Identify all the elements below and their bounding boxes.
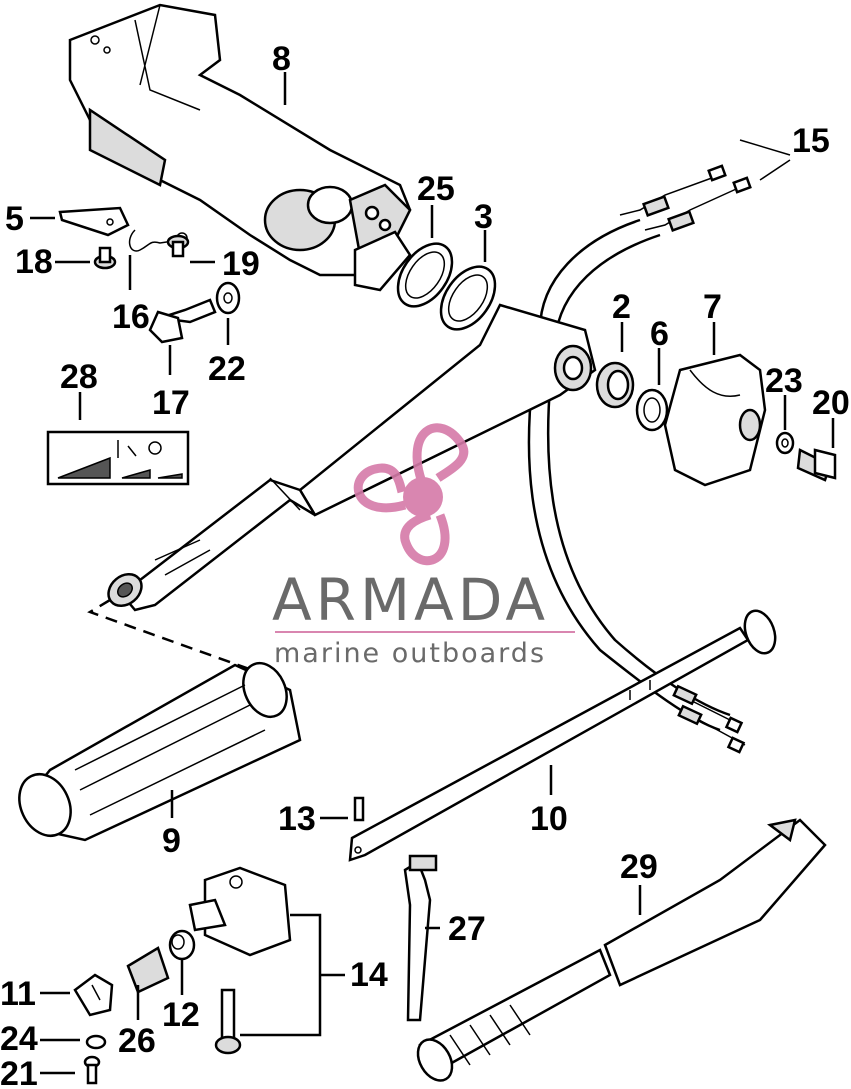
- callout-3: 3: [474, 198, 493, 236]
- callout-11: 11: [0, 975, 36, 1013]
- washer-23: [775, 431, 795, 455]
- callout-2: 2: [612, 288, 631, 326]
- washer-24: [85, 1034, 107, 1050]
- throttle-block-14: [188, 866, 292, 957]
- propeller-logo-icon: [353, 423, 469, 566]
- pin-13: [353, 796, 365, 822]
- callout-25: 25: [417, 170, 455, 208]
- callout-5: 5: [5, 200, 24, 238]
- callout-24: 24: [0, 1020, 38, 1058]
- throttle-rod-10: [348, 609, 777, 862]
- callout-7: 7: [703, 288, 722, 326]
- callout-10: 10: [530, 800, 568, 838]
- callout-17: 17: [152, 384, 190, 422]
- armada-watermark: ARMADA marine outboards: [272, 423, 575, 669]
- assembly-dashed-line: [87, 598, 281, 682]
- bushing-12: [168, 929, 196, 961]
- screw-19: [166, 234, 190, 258]
- washer-6: [635, 388, 669, 432]
- callout-16: 16: [112, 298, 150, 336]
- callout-26: 26: [118, 1022, 156, 1060]
- callout-28: 28: [60, 358, 98, 396]
- callout-27: 27: [448, 910, 486, 948]
- washer-22: [215, 281, 241, 315]
- friction-block-11: [73, 973, 114, 1017]
- callout-15: 15: [792, 122, 830, 160]
- spring-26: [126, 946, 170, 994]
- tiller-bracket-housing: [68, 3, 412, 292]
- tiller-arm: [107, 303, 597, 612]
- callout-14: 14: [350, 956, 388, 994]
- callout-18: 18: [15, 243, 53, 281]
- callout-29: 29: [620, 848, 658, 886]
- callout-8: 8: [272, 40, 291, 78]
- grip-assembly-29: [416, 818, 827, 1082]
- callout-22: 22: [208, 350, 246, 388]
- watermark-subtitle: marine outboards: [274, 638, 546, 669]
- pivot-bolt-17: [148, 298, 217, 344]
- callout-9: 9: [162, 822, 181, 860]
- grip-9: [18, 662, 302, 842]
- screw-21: [83, 1055, 101, 1085]
- callout-13: 13: [278, 800, 316, 838]
- decal-28: [46, 430, 190, 486]
- callout-23: 23: [765, 362, 803, 400]
- bolt-20: [796, 448, 837, 482]
- callout-19: 19: [222, 245, 260, 283]
- end-cap-7: [663, 353, 767, 487]
- leader-lines: [30, 72, 835, 1075]
- callout-21: 21: [0, 1055, 38, 1089]
- callout-12: 12: [162, 996, 200, 1034]
- callout-6: 6: [650, 315, 669, 353]
- callout-20: 20: [812, 384, 850, 422]
- cable-tie-27: [403, 854, 438, 1022]
- throttle-cables-15: [527, 139, 791, 754]
- plate-5: [58, 206, 130, 237]
- washer-25: [396, 242, 454, 308]
- watermark-title: ARMADA: [272, 566, 549, 634]
- callout-labels: 8 15 25 3 5 18 19 16 2 7 6 22 28 23 20 1…: [0, 40, 850, 1089]
- bolt-14: [214, 988, 242, 1055]
- screw-18: [93, 246, 117, 270]
- bushing-2: [595, 361, 635, 409]
- washer-3: [439, 265, 497, 331]
